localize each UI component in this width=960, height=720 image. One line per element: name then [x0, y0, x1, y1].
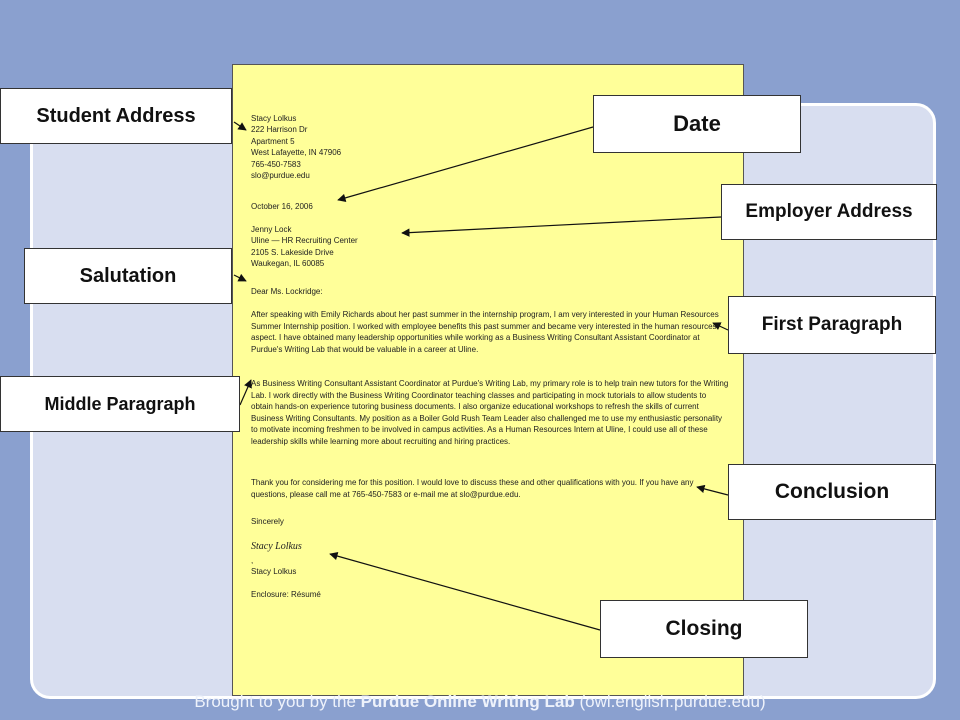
label-closing: Closing: [600, 600, 808, 658]
label-employer-address: Employer Address: [721, 184, 937, 240]
arrow-closing: [329, 552, 601, 631]
employer-line: Jenny Lock: [251, 225, 292, 234]
sender-address: Stacy Lolkus 222 Harrison Dr Apartment 5…: [251, 113, 729, 181]
arrow-employer-address: [401, 216, 722, 237]
cover-letter: Stacy Lolkus 222 Harrison Dr Apartment 5…: [232, 64, 744, 696]
letter-conclusion: Thank you for considering me for this po…: [251, 478, 694, 499]
label-middle-paragraph: Middle Paragraph: [0, 376, 240, 432]
arrow-middle-paragraph: [239, 379, 252, 406]
letter-first-paragraph: After speaking with Emily Richards about…: [251, 310, 719, 354]
footer-lab-name: Purdue Online Writing Lab: [360, 692, 575, 711]
signature-mark: ,: [251, 556, 254, 565]
letter-salutation: Dear Ms. Lockridge:: [251, 287, 323, 296]
arrow-conclusion: [696, 484, 729, 496]
employer-line: Uline — HR Recruiting Center: [251, 236, 358, 246]
signature: Stacy Lolkus: [251, 541, 302, 552]
arrow-first-paragraph: [712, 322, 729, 331]
employer-line: Waukegan, IL 60085: [251, 259, 325, 269]
footer-prefix: Brought to you by the: [194, 692, 361, 711]
employer-line: 2105 S. Lakeside Drive: [251, 247, 334, 257]
label-student-address: Student Address: [0, 88, 232, 144]
arrow-salutation: [233, 273, 247, 282]
footer-suffix: (owl.english.purdue.edu): [574, 692, 766, 711]
label-salutation: Salutation: [24, 248, 232, 304]
letter-date: October 16, 2006: [251, 202, 313, 211]
letter-closing: Sincerely: [251, 517, 284, 526]
enclosure: Enclosure: Résumé: [251, 590, 321, 599]
letter-middle-paragraph: As Business Writing Consultant Assistant…: [251, 379, 729, 446]
typed-name: Stacy Lolkus: [251, 567, 297, 576]
footer-credit: Brought to you by the Purdue Online Writ…: [0, 692, 960, 712]
sender-line: Stacy Lolkus: [251, 114, 297, 123]
employer-address: Jenny Lock Uline — HR Recruiting Center …: [251, 224, 729, 270]
arrow-date: [337, 126, 594, 202]
sender-line: 222 Harrison Dr: [251, 125, 308, 135]
sender-line: West Lafayette, IN 47906: [251, 148, 342, 158]
sender-line: slo@purdue.edu: [251, 171, 310, 181]
label-conclusion: Conclusion: [728, 464, 936, 520]
sender-line: Apartment 5: [251, 136, 295, 146]
sender-line: 765-450-7583: [251, 159, 301, 169]
arrow-student-address: [233, 121, 247, 131]
label-date: Date: [593, 95, 801, 153]
label-first-paragraph: First Paragraph: [728, 296, 936, 354]
